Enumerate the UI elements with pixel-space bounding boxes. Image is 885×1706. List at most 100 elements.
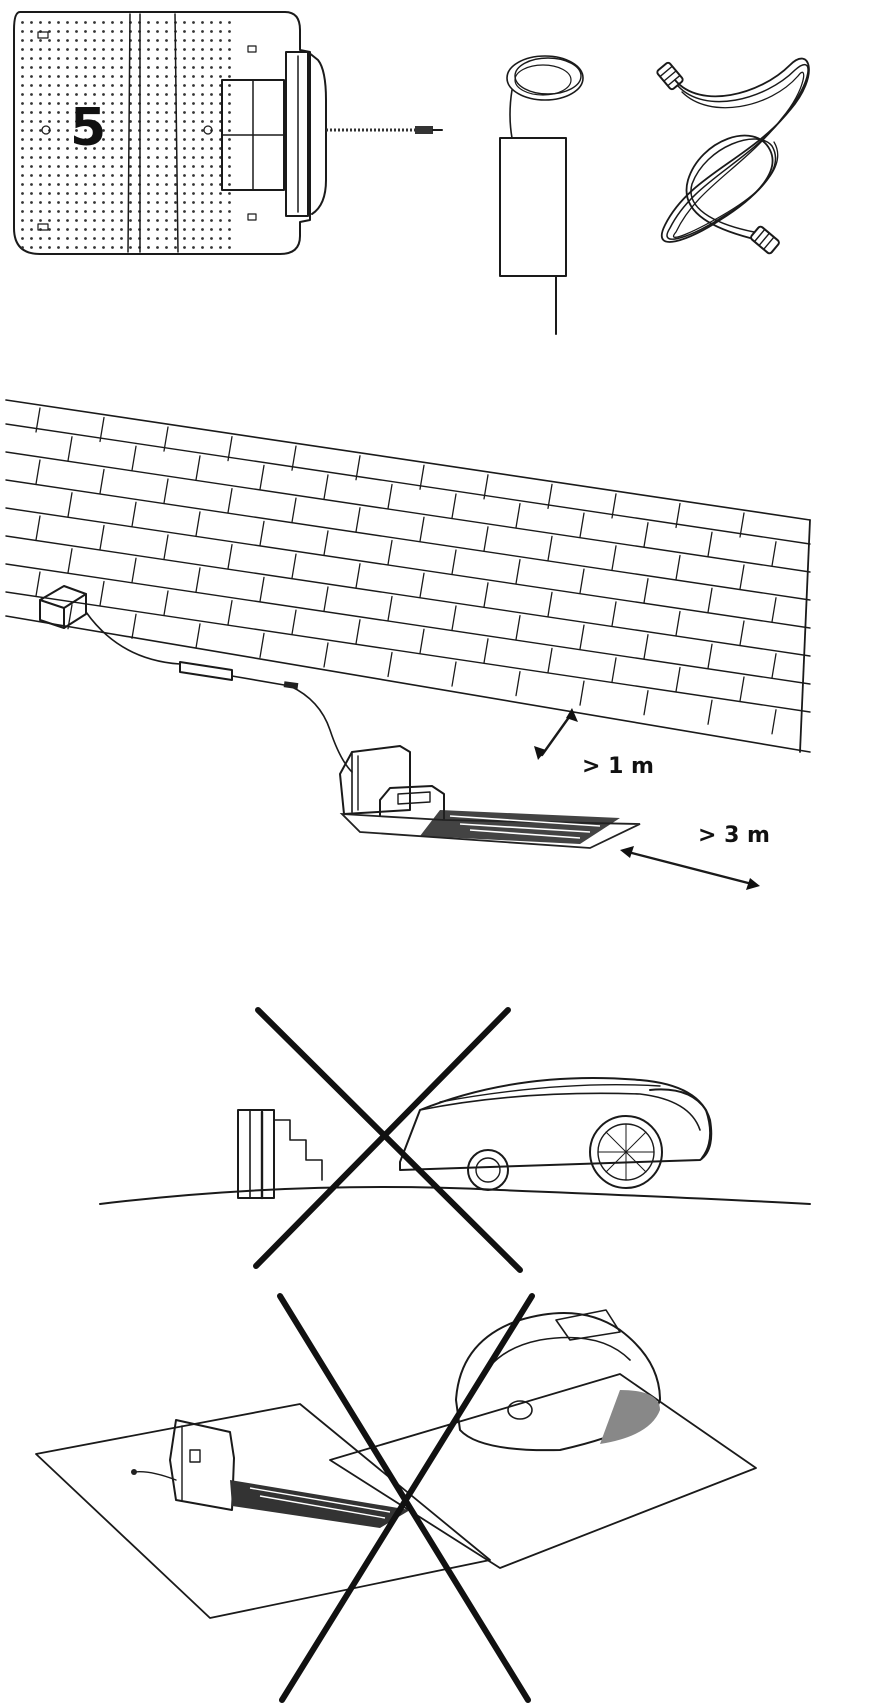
brick-joint <box>195 511 201 537</box>
brick-joint <box>451 549 457 575</box>
brick-joint <box>323 586 329 612</box>
brick-joint <box>291 553 297 579</box>
brick-joint <box>483 638 489 664</box>
brick-joint <box>195 567 201 593</box>
ground-plane-left <box>35 1403 491 1619</box>
brick-joint <box>739 512 745 538</box>
brick-joint <box>483 474 489 500</box>
brick-joint <box>579 512 585 538</box>
brick-joint <box>547 535 553 562</box>
brick-joint <box>707 643 713 669</box>
front-distance-label: > 3 m <box>698 823 770 848</box>
brick-joint <box>35 515 41 541</box>
components-panel: 5 <box>0 0 885 350</box>
brick-joint <box>387 651 393 678</box>
brick-joint <box>771 653 777 679</box>
brick-joint <box>611 601 617 627</box>
brick-joint <box>259 632 265 659</box>
charging-station-icon <box>237 1109 323 1200</box>
power-supply-icon <box>499 55 584 335</box>
brick-joint <box>515 502 521 529</box>
brick-joint <box>419 572 425 598</box>
brick-joint <box>675 554 681 581</box>
brick-joint <box>131 445 137 471</box>
brick-joint <box>163 478 169 504</box>
wall-socket-icon <box>39 585 87 629</box>
power-supply-icon <box>179 661 233 681</box>
brick-joint <box>323 642 329 668</box>
brick-joint <box>419 464 425 490</box>
brick-joint <box>259 520 265 547</box>
brick-joint <box>451 661 457 687</box>
brick-joint <box>163 590 169 616</box>
brick-joint <box>163 534 169 560</box>
brick-joint <box>67 436 73 462</box>
brick-joint <box>643 634 649 660</box>
brick-joint <box>579 568 585 594</box>
brick-joint <box>67 548 73 574</box>
brick-joint <box>419 516 425 542</box>
brick-joint <box>707 699 713 725</box>
brick-joint <box>227 543 233 570</box>
brick-joint <box>131 501 137 527</box>
brick-joint <box>483 526 489 552</box>
placement-panel: > 1 m > 3 m <box>0 380 885 900</box>
wall-icon <box>5 399 811 753</box>
incorrect-uneven-drawing <box>35 1293 757 1703</box>
extension-cable-icon <box>656 57 810 255</box>
brick-joint <box>355 619 361 645</box>
brick-joint <box>611 493 617 519</box>
brick-joint <box>99 416 105 443</box>
brick-joint <box>35 571 41 597</box>
placement-drawing: > 1 m > 3 m <box>5 399 811 890</box>
brick-joint <box>355 455 361 481</box>
cross-mark-icon <box>253 1007 523 1273</box>
brick-joint <box>131 557 137 583</box>
charging-station-top-view-icon <box>13 11 443 255</box>
step-number: 5 <box>70 98 106 158</box>
brick-joint <box>227 487 233 514</box>
brick-joint <box>291 609 297 635</box>
brick-joint <box>515 670 521 697</box>
brick-joint <box>387 483 393 510</box>
brick-joint <box>387 539 393 566</box>
brick-joint <box>611 545 617 571</box>
brick-joint <box>35 407 41 433</box>
brick-joint <box>35 459 41 485</box>
brick-joint <box>707 587 713 613</box>
brick-joint <box>195 623 201 649</box>
wall-distance-label: > 1 m <box>582 754 654 779</box>
low-voltage-cable <box>231 675 353 773</box>
brick-joint <box>451 605 457 631</box>
brick-joint <box>67 492 73 518</box>
cross-mark-icon <box>277 1293 535 1703</box>
brick-joint <box>163 426 169 452</box>
robot-mower-icon <box>399 1077 713 1191</box>
charging-station-icon <box>339 745 641 849</box>
wall-distance-arrow-icon <box>534 708 578 760</box>
brick-joint <box>643 690 649 716</box>
brick-joint <box>195 455 201 481</box>
incorrect-slope-drawing <box>99 1007 811 1273</box>
brick-joint <box>547 591 553 618</box>
brick-joint <box>323 474 329 500</box>
brick-joint <box>771 709 777 735</box>
brick-joint <box>547 483 553 510</box>
brick-joint <box>771 597 777 623</box>
brick-joint <box>259 576 265 603</box>
brick-joint <box>291 445 297 471</box>
brick-joint <box>387 595 393 622</box>
brick-joint <box>739 564 745 590</box>
brick-joint <box>99 524 105 551</box>
brick-joint <box>419 628 425 654</box>
brick-joint <box>771 541 777 567</box>
brick-joint <box>579 680 585 706</box>
brick-joint <box>355 563 361 589</box>
brick-joint <box>483 582 489 608</box>
brick-joint <box>291 497 297 523</box>
brick-joint <box>643 578 649 604</box>
incorrect-uneven-panel <box>0 1280 885 1706</box>
incorrect-slope-panel <box>0 990 885 1280</box>
brick-joint <box>515 558 521 585</box>
brick-joint <box>99 468 105 495</box>
